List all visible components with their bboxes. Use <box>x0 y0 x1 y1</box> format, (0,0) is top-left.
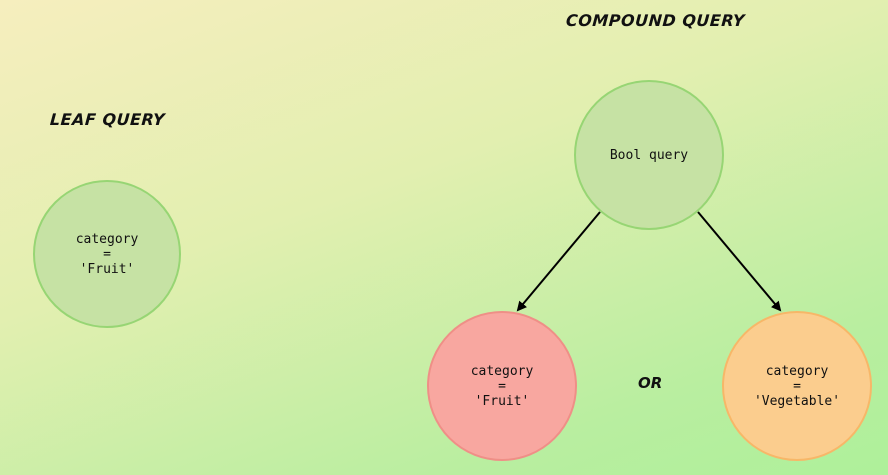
vegetable-node-value: 'Vegetable' <box>753 393 841 409</box>
leaf-query-node: category = 'Fruit' <box>33 180 181 328</box>
fruit-node-operator: = <box>498 378 506 394</box>
leaf-node-value: 'Fruit' <box>79 261 135 277</box>
or-connector-label: OR <box>638 374 663 392</box>
bool-query-node: Bool query <box>574 80 724 230</box>
arrow-to-fruit <box>516 211 601 312</box>
vegetable-node-field: category <box>765 363 829 379</box>
leaf-node-field: category <box>75 231 139 247</box>
arrow-to-vegetable <box>697 211 782 312</box>
fruit-condition-node: category = 'Fruit' <box>427 311 577 461</box>
leaf-node-operator: = <box>103 246 111 262</box>
vegetable-condition-node: category = 'Vegetable' <box>722 311 872 461</box>
vegetable-node-operator: = <box>793 378 801 394</box>
bool-node-label: Bool query <box>609 147 689 163</box>
fruit-node-value: 'Fruit' <box>474 393 530 409</box>
fruit-node-field: category <box>470 363 534 379</box>
